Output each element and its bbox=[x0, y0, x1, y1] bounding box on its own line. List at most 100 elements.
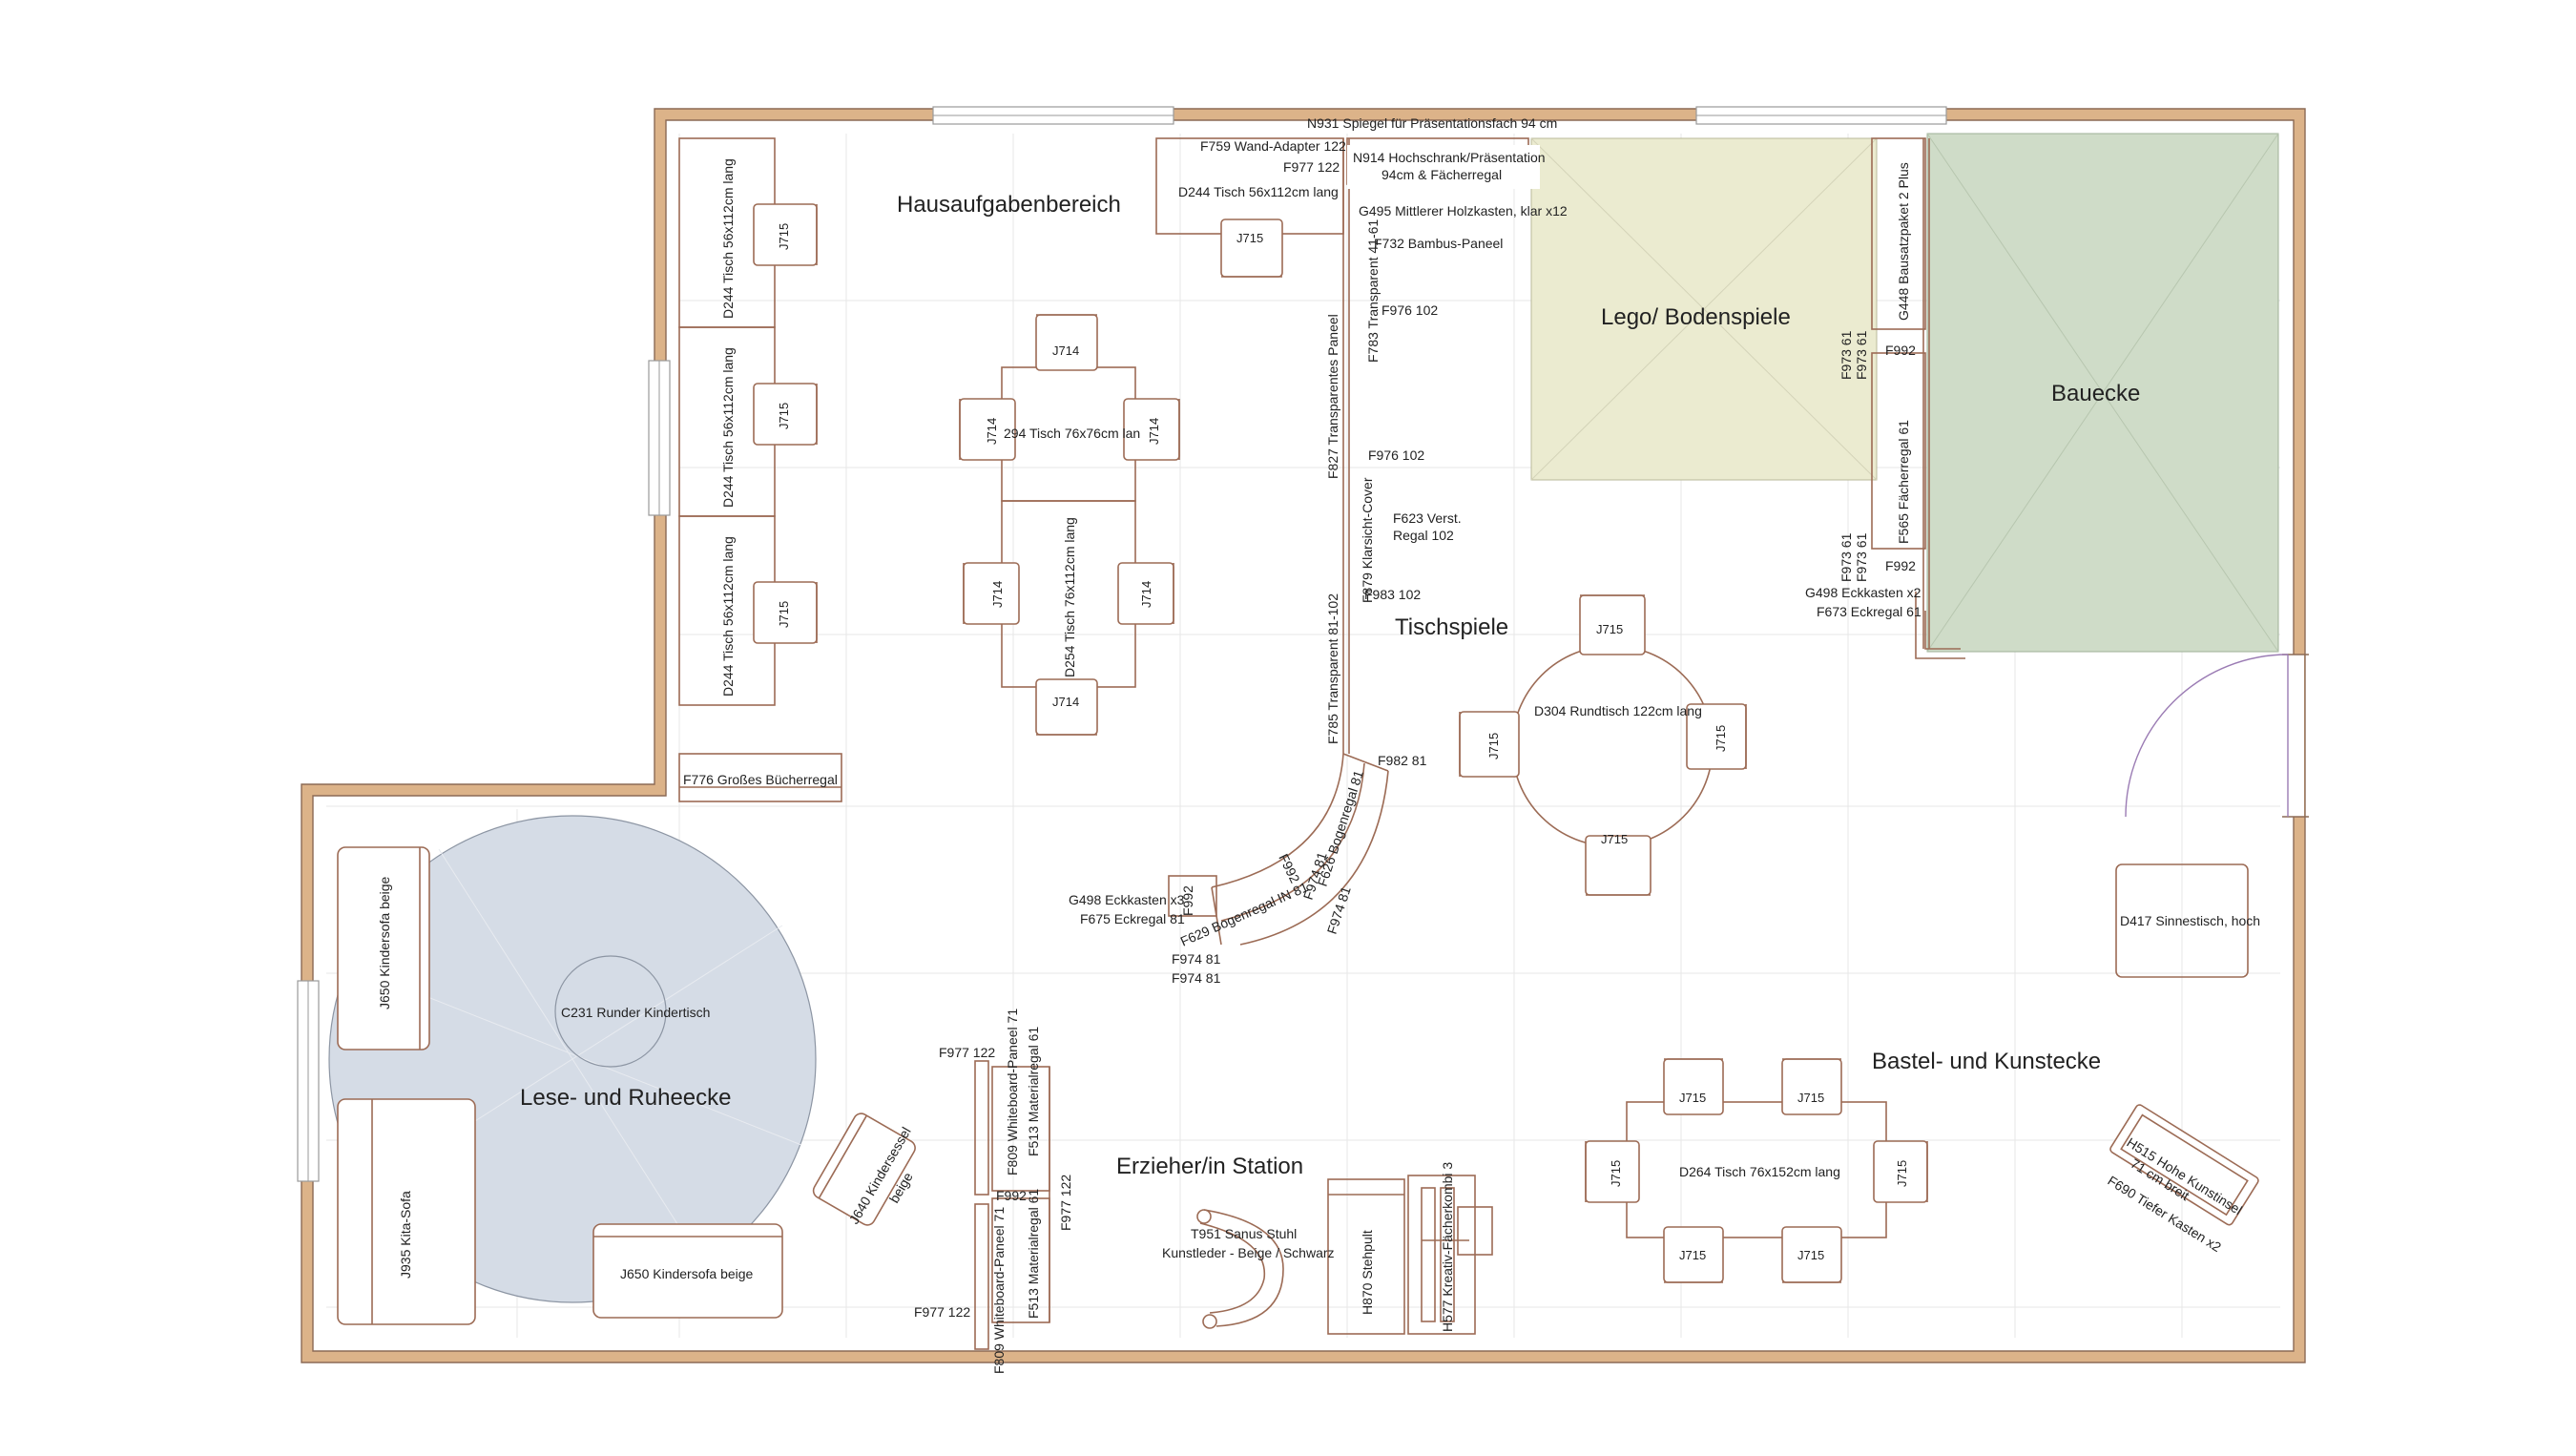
kreativ-kombi bbox=[1407, 1175, 1493, 1335]
label-j715-b6: J715 bbox=[1797, 1248, 1824, 1262]
label-g448: G448 Bausatzpaket 2 Plus bbox=[1896, 162, 1911, 321]
label-j715-h2: J715 bbox=[777, 403, 791, 429]
label-j715-h1: J715 bbox=[777, 223, 791, 250]
label-f977-a: F977 122 bbox=[939, 1045, 995, 1060]
label-h577: H577 Kreativ-Fächerkombi 3 bbox=[1440, 1162, 1455, 1332]
label-d254: D254 Tisch 76x112cm lang bbox=[1062, 517, 1077, 677]
zone-labels: Hausaufgabenbereich Lego/ Bodenspiele Ba… bbox=[520, 192, 2140, 1179]
label-f513-a: F513 Materialregal 61 bbox=[1026, 1027, 1041, 1156]
zone-tischspiele: Tischspiele bbox=[1395, 614, 1508, 640]
label-f827: F827 Transparentes Paneel bbox=[1325, 314, 1340, 479]
label-j714-d: J714 bbox=[990, 581, 1005, 608]
label-f977: F977 122 bbox=[1283, 159, 1340, 175]
f776-shelf bbox=[678, 753, 842, 802]
label-c231: C231 Runder Kindertisch bbox=[561, 1005, 710, 1020]
label-f783: F783 Transparent 41-61 bbox=[1365, 219, 1381, 363]
label-j715-r4: J715 bbox=[1601, 832, 1628, 846]
label-t951-b: Kunstleder - Beige / Schwarz bbox=[1162, 1245, 1335, 1260]
label-f759: F759 Wand-Adapter 122 bbox=[1200, 138, 1346, 154]
zone-hausaufgaben: Hausaufgabenbereich bbox=[897, 192, 1121, 218]
label-j715-r3: J715 bbox=[1714, 725, 1728, 752]
label-j714-a: J714 bbox=[1052, 343, 1079, 358]
label-j715-r2: J715 bbox=[1486, 733, 1501, 759]
label-f675: F675 Eckregal 81 bbox=[1080, 911, 1185, 926]
label-j714-b: J714 bbox=[985, 418, 999, 445]
zone-bauecke: Bauecke bbox=[2051, 381, 2140, 406]
label-n914: N914 Hochschrank/Präsentation bbox=[1353, 150, 1546, 165]
label-n931: N931 Spiegel für Präsentationsfach 94 cm bbox=[1307, 115, 1557, 131]
label-j650-b: J650 Kindersofa beige bbox=[620, 1266, 754, 1281]
label-d244-top: D244 Tisch 56x112cm lang bbox=[1178, 184, 1339, 199]
label-f983: F983 102 bbox=[1364, 587, 1421, 602]
round-table bbox=[1459, 594, 1747, 896]
label-f513-b: F513 Materialregal 61 bbox=[1026, 1189, 1041, 1319]
label-d264: D264 Tisch 76x152cm lang bbox=[1679, 1164, 1840, 1179]
label-j935: J935 Kita-Sofa bbox=[398, 1191, 413, 1279]
zone-bastel: Bastel- und Kunstecke bbox=[1872, 1049, 2101, 1074]
bau-shelves bbox=[1871, 137, 1965, 659]
label-f977-b: F977 122 bbox=[1058, 1175, 1073, 1231]
label-j715-h3: J715 bbox=[777, 601, 791, 628]
label-f992-b: F992 bbox=[1180, 885, 1195, 916]
label-g495: G495 Mittlerer Holzkasten, klar x12 bbox=[1359, 203, 1568, 218]
label-d244-b: D244 Tisch 56x112cm lang bbox=[720, 347, 736, 508]
label-j715-b1: J715 bbox=[1679, 1091, 1706, 1105]
label-g498-b: G498 Eckkasten x2 bbox=[1805, 585, 1922, 600]
label-d244-a: D244 Tisch 56x112cm lang bbox=[720, 158, 736, 319]
label-n914-b: 94cm & Fächerregal bbox=[1381, 167, 1502, 182]
label-f785: F785 Transparent 81-102 bbox=[1325, 593, 1340, 744]
top-table bbox=[1155, 137, 1344, 278]
lese-sofas bbox=[337, 846, 916, 1325]
label-f565: F565 Fächerregal 61 bbox=[1896, 420, 1911, 544]
label-g498-a: G498 Eckkasten x3 bbox=[1069, 892, 1185, 907]
label-f623-a: F623 Verst. bbox=[1393, 510, 1462, 526]
label-f973-b: F973 61 bbox=[1854, 330, 1869, 380]
label-j715-r1: J715 bbox=[1596, 622, 1623, 636]
label-j715-b3: J715 bbox=[1609, 1160, 1623, 1187]
zone-lego: Lego/ Bodenspiele bbox=[1601, 304, 1791, 330]
windows bbox=[297, 106, 1947, 1182]
label-f776: F776 Großes Bücherregal bbox=[683, 772, 838, 787]
label-f809-a: F809 Whiteboard-Paneel 71 bbox=[1005, 1009, 1020, 1175]
stehpult bbox=[1327, 1178, 1405, 1335]
bastel-table bbox=[1585, 1058, 1928, 1283]
label-d417: D417 Sinnestisch, hoch bbox=[2120, 913, 2260, 928]
label-f732: F732 Bambus-Paneel bbox=[1374, 236, 1503, 251]
table-294 bbox=[959, 314, 1180, 502]
walls bbox=[301, 108, 2306, 1363]
table-d254 bbox=[963, 500, 1174, 736]
label-f982: F982 81 bbox=[1378, 753, 1427, 768]
label-f977-c: F977 122 bbox=[914, 1304, 970, 1320]
label-f992-e: F992 bbox=[996, 1188, 1027, 1203]
zone-erzieher: Erzieher/in Station bbox=[1116, 1154, 1303, 1179]
label-f992-d: F992 bbox=[1885, 558, 1916, 573]
label-j715-b5: J715 bbox=[1679, 1248, 1706, 1262]
label-j715-top: J715 bbox=[1236, 231, 1263, 245]
label-t294: 294 Tisch 76x76cm lan bbox=[1004, 426, 1140, 441]
label-f973-a: F973 61 bbox=[1839, 330, 1854, 380]
label-f973-d: F973 61 bbox=[1854, 532, 1869, 582]
label-f976-a: F976 102 bbox=[1381, 302, 1438, 318]
label-f673: F673 Eckregal 61 bbox=[1817, 604, 1922, 619]
label-f992-c: F992 bbox=[1885, 343, 1916, 358]
label-j714-c: J714 bbox=[1147, 418, 1161, 445]
curved-shelves bbox=[1168, 753, 1389, 946]
homework-tables bbox=[678, 137, 818, 706]
d417-table bbox=[2115, 863, 2249, 978]
teacher-panels bbox=[974, 1060, 1050, 1350]
art-island bbox=[2109, 1104, 2259, 1226]
label-d244-c: D244 Tisch 56x112cm lang bbox=[720, 536, 736, 697]
label-j714-e: J714 bbox=[1139, 581, 1153, 608]
furniture-labels: N931 Spiegel für Präsentationsfach 94 cm… bbox=[377, 115, 2260, 1374]
c231-table bbox=[554, 955, 667, 1068]
zone-lese: Lese- und Ruheecke bbox=[520, 1085, 731, 1111]
label-f809-b: F809 Whiteboard-Paneel 71 bbox=[991, 1207, 1007, 1374]
label-f976-b: F976 102 bbox=[1368, 447, 1424, 463]
label-d304: D304 Rundtisch 122cm lang bbox=[1534, 703, 1702, 718]
door bbox=[2125, 654, 2309, 818]
label-j715-b4: J715 bbox=[1895, 1160, 1909, 1187]
label-t951-a: T951 Sanus Stuhl bbox=[1191, 1226, 1297, 1241]
label-f973-c: F973 61 bbox=[1839, 532, 1854, 582]
label-f879: F879 Klarsicht-Cover bbox=[1360, 477, 1375, 603]
